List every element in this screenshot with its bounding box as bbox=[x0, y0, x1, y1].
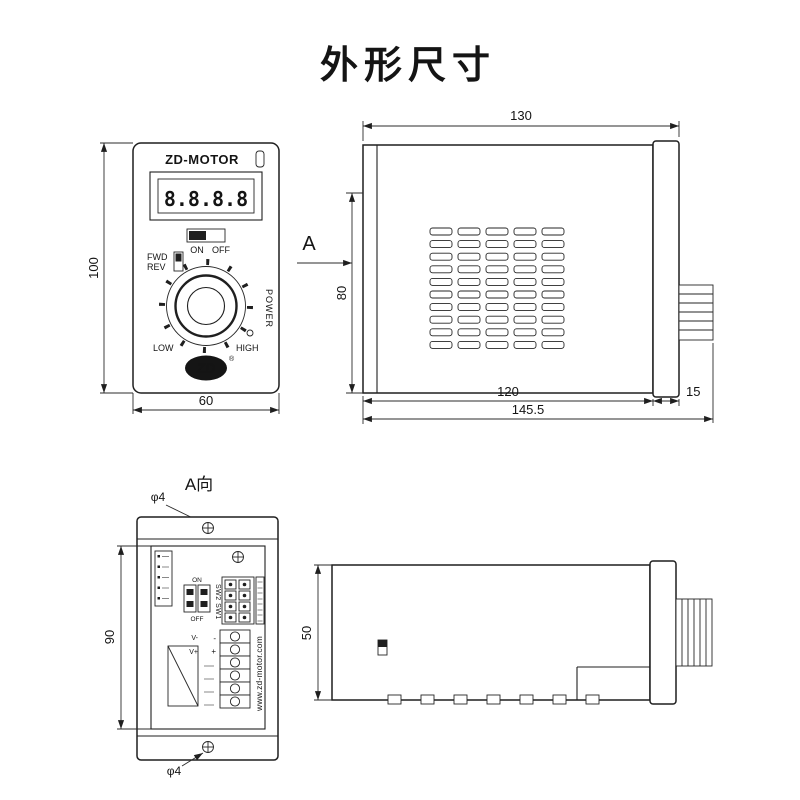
on-label: ON bbox=[190, 245, 204, 255]
dim-80-label: 80 bbox=[334, 286, 349, 300]
wiring-table bbox=[167, 645, 199, 707]
brand-label: ZD-MOTOR bbox=[165, 152, 239, 167]
rear-board bbox=[150, 545, 266, 730]
fwd-rev-switch bbox=[173, 251, 184, 272]
side-view: A 130 bbox=[297, 108, 714, 424]
dim-side-height: 80 bbox=[334, 192, 363, 394]
dim-front-height: 100 bbox=[86, 142, 133, 394]
fwd-label: FWD bbox=[147, 252, 168, 262]
rev-label: REV bbox=[147, 262, 166, 272]
hole-bottom-label: φ4 bbox=[167, 764, 182, 778]
high-label: HIGH bbox=[236, 343, 259, 353]
rear-connector bbox=[678, 284, 714, 341]
zd-logo-badge bbox=[185, 355, 227, 381]
board-screw bbox=[232, 551, 244, 563]
indicator-window bbox=[255, 150, 265, 168]
knob-tick-marks bbox=[159, 259, 253, 353]
plus-label: + bbox=[211, 647, 216, 656]
hole-top-label: φ4 bbox=[151, 490, 166, 504]
dim-120-label: 120 bbox=[497, 384, 519, 399]
front-view: ZD-MOTOR 8.8.8.8 ON OFF FWD REV LOW HIGH… bbox=[86, 142, 280, 414]
fwd-rev-knob bbox=[175, 253, 182, 262]
dim-bottom-height: 50 bbox=[299, 564, 332, 701]
dim-100-label: 100 bbox=[86, 257, 101, 279]
dip-switches: ON OFF SW2 SW1 bbox=[183, 577, 221, 623]
bottom-view: 50 bbox=[299, 560, 713, 705]
knob-grip-ring bbox=[174, 274, 238, 338]
dip-sw1 bbox=[197, 584, 211, 613]
pin-label-block bbox=[154, 550, 173, 607]
bottom-flange bbox=[649, 560, 677, 705]
zd-logo-text: ZD bbox=[196, 360, 216, 376]
dim-side-total-width: 145.5 bbox=[363, 343, 714, 423]
knob-cap bbox=[186, 286, 226, 326]
power-led bbox=[246, 329, 254, 337]
dim-15-label: 15 bbox=[686, 384, 700, 399]
dim-90-label: 90 bbox=[102, 630, 117, 644]
bottom-component bbox=[377, 639, 388, 656]
view-a-label: A bbox=[302, 233, 316, 255]
v-minus-label: V- bbox=[191, 635, 198, 642]
dim-50-label: 50 bbox=[299, 626, 314, 640]
power-slide-knob bbox=[189, 231, 206, 240]
hole-bottom-leader bbox=[181, 752, 204, 767]
mounting-hole-bottom bbox=[202, 741, 214, 753]
terminal-strip bbox=[219, 629, 251, 709]
speed-knob bbox=[159, 259, 253, 353]
power-slide-switch bbox=[186, 228, 226, 243]
v-plus-label: V+ bbox=[189, 649, 198, 656]
dim-145-label: 145.5 bbox=[512, 402, 545, 417]
pin-name-strip bbox=[255, 576, 265, 625]
dim-front-width: 60 bbox=[132, 393, 280, 414]
dim-side-top-width: 130 bbox=[362, 108, 680, 141]
off-label: OFF bbox=[212, 245, 230, 255]
rear-flange bbox=[652, 140, 680, 398]
registered-mark: ® bbox=[229, 355, 235, 363]
dim-side-body-width: 120 15 bbox=[362, 384, 700, 424]
seven-segment-display: 8.8.8.8 bbox=[164, 187, 248, 211]
dim-back-height: 90 bbox=[102, 545, 151, 730]
power-label: POWER bbox=[264, 289, 274, 328]
minus-label: - bbox=[213, 634, 216, 643]
signal-connector bbox=[221, 576, 265, 625]
dip-on-label: ON bbox=[192, 577, 202, 584]
dip-off-label: OFF bbox=[191, 616, 204, 623]
page-title: 外形尺寸 bbox=[320, 45, 496, 87]
sw-label: SW2 SW1 bbox=[214, 584, 221, 620]
back-view: A向 φ4 ON OFF SW2 SW1 bbox=[102, 475, 279, 778]
dim-130-label: 130 bbox=[510, 108, 532, 123]
display-window bbox=[157, 178, 255, 214]
dip-sw2 bbox=[183, 584, 197, 613]
bottom-body bbox=[331, 564, 651, 701]
website-label: www.zd-motor.com bbox=[254, 636, 264, 712]
dim-60-label: 60 bbox=[199, 393, 213, 408]
bottom-connector bbox=[675, 598, 713, 667]
low-label: LOW bbox=[153, 343, 174, 353]
display-bezel bbox=[149, 171, 263, 221]
mounting-hole-top bbox=[202, 522, 214, 534]
knob-outer-ring bbox=[166, 266, 246, 346]
view-a-direction-label: A向 bbox=[185, 475, 213, 494]
